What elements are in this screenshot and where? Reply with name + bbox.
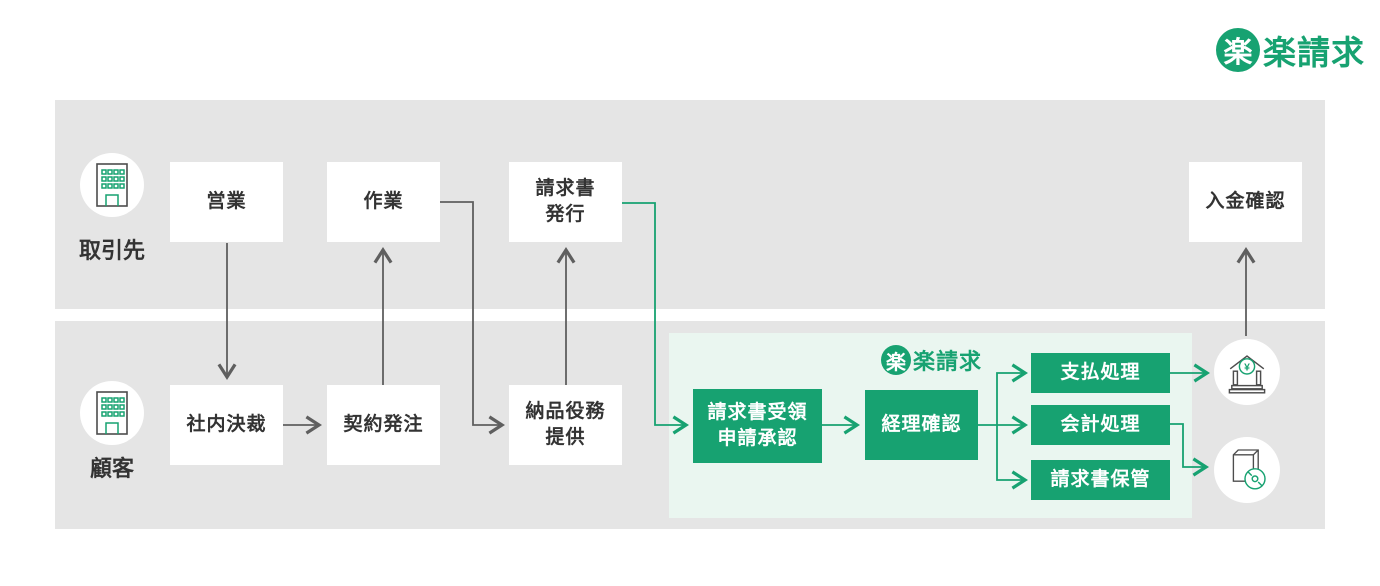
step-invoice-receipt: 請求書受領 申請承認 [693, 389, 822, 463]
building-icon [96, 163, 128, 207]
step-sales: 営業 [170, 162, 283, 242]
lane-label-customer: 顧客 [89, 456, 134, 481]
step-accounting-processing: 会計処理 [1031, 405, 1170, 445]
step-invoice-receipt-line1: 請求書受領 [707, 402, 808, 423]
step-delivery-line1: 納品役務 [525, 401, 606, 422]
step-invoice-storage: 請求書保管 [1031, 460, 1170, 500]
step-deposit-confirm-label: 入金確認 [1205, 191, 1286, 212]
step-payment-processing: 支払処理 [1031, 353, 1170, 393]
step-invoice-issue: 請求書 発行 [509, 162, 622, 242]
bank-circle: ¥ [1214, 339, 1280, 405]
step-invoice-issue-line2: 発行 [545, 204, 586, 225]
step-delivery-line2: 提供 [545, 427, 586, 448]
step-delivery: 納品役務 提供 [509, 385, 622, 465]
brand-logo-text: 楽請求 [1263, 34, 1365, 71]
step-contract-order: 契約発注 [327, 385, 440, 465]
lane-label-partner: 取引先 [78, 238, 145, 263]
partner-avatar [80, 153, 144, 217]
panel-brand-logo-text: 楽請求 [913, 349, 983, 374]
step-accounting-processing-label: 会計処理 [1060, 414, 1141, 435]
step-accounting-confirm-label: 経理確認 [881, 414, 962, 435]
step-internal-approval-label: 社内決裁 [186, 414, 267, 435]
step-internal-approval: 社内決裁 [170, 385, 283, 465]
brand-logo-circle-icon: 楽 [1216, 28, 1260, 72]
svg-text:¥: ¥ [1244, 362, 1250, 373]
step-payment-processing-label: 支払処理 [1060, 362, 1141, 383]
step-deposit-confirm: 入金確認 [1189, 162, 1302, 242]
building-icon [96, 391, 128, 435]
book-cd-icon [1232, 449, 1266, 490]
panel-brand-logo: 楽 楽請求 [881, 344, 982, 376]
step-work-label: 作業 [363, 191, 404, 212]
step-sales-label: 営業 [206, 191, 247, 212]
step-invoice-storage-label: 請求書保管 [1050, 469, 1151, 490]
step-contract-order-label: 契約発注 [343, 414, 424, 435]
step-invoice-receipt-line2: 申請承認 [717, 428, 798, 449]
step-work: 作業 [327, 162, 440, 242]
step-accounting-confirm: 経理確認 [865, 390, 978, 460]
archive-circle [1214, 437, 1280, 503]
panel-brand-logo-circle-icon: 楽 [881, 345, 911, 375]
customer-avatar [80, 381, 144, 445]
bank-yen-icon: ¥ [1228, 355, 1266, 394]
step-invoice-issue-line1: 請求書 [535, 178, 596, 199]
brand-logo: 楽 楽請求 [1216, 26, 1365, 74]
